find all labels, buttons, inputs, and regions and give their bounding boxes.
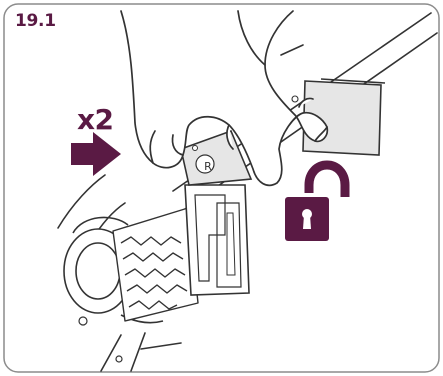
release-latch [185,185,249,295]
latch-badge-letter: R [199,158,217,176]
repeat-count-label: x2 [77,103,114,136]
assembly-illustration [3,3,440,373]
step-number: 19.1 [15,11,56,31]
illustration-frame: 19.1 x2 R [3,3,440,373]
